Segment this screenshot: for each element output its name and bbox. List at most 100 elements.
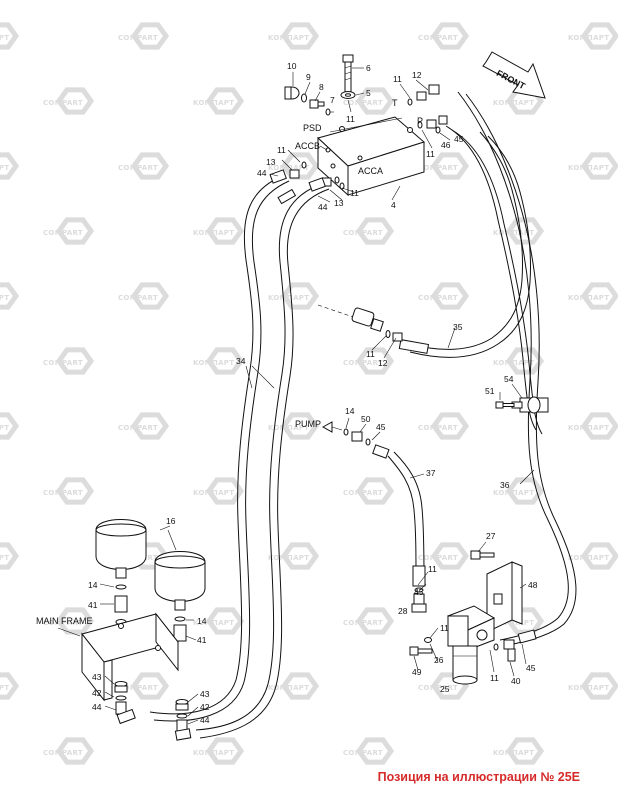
callout: 49 xyxy=(412,667,422,677)
svg-text:COMPART: COMPART xyxy=(118,164,158,172)
bolt-6 xyxy=(342,54,354,93)
elbow-40 xyxy=(493,639,516,662)
valve-block xyxy=(317,116,426,197)
svg-text:KOMПAPT: KOMПAPT xyxy=(268,164,309,172)
callout: 46 xyxy=(441,140,451,150)
callout: 14 xyxy=(88,580,98,590)
callout: 11 xyxy=(393,74,402,84)
svg-text:KOMПAPT: KOMПAPT xyxy=(493,99,534,107)
svg-text:KOMПAPT: KOMПAPT xyxy=(268,424,309,432)
watermark-logo: KOMПAPT xyxy=(268,152,320,180)
svg-text:COMPART: COMPART xyxy=(418,164,458,172)
quick-coupler xyxy=(317,304,403,342)
watermark-logo: COMPART xyxy=(118,282,170,310)
o-ring-9 xyxy=(301,93,307,103)
svg-text:KOMПAPT: KOMПAPT xyxy=(268,294,309,302)
watermark-logo: KOMПAPT xyxy=(0,542,20,570)
washer-26 xyxy=(424,637,432,643)
label-accb: ACCB xyxy=(295,141,320,151)
bracket-48 xyxy=(486,561,523,633)
callout: 44 xyxy=(257,168,267,178)
callout: 4 xyxy=(391,200,396,210)
callout: 11 xyxy=(490,673,499,683)
svg-text:COMPART: COMPART xyxy=(343,619,383,627)
watermark-logo: KOMПAPT xyxy=(193,607,245,635)
svg-text:KOMПAPT: KOMПAPT xyxy=(493,749,534,757)
svg-text:KOMПAPT: KOMПAPT xyxy=(0,554,9,562)
callout: 44 xyxy=(92,702,102,712)
svg-text:KOMПAPT: KOMПAPT xyxy=(193,489,234,497)
callout: 27 xyxy=(486,531,496,541)
watermark-logo: KOMПAPT xyxy=(193,217,245,245)
watermark-logo: COMPART xyxy=(118,672,170,700)
svg-text:COMPART: COMPART xyxy=(118,684,158,692)
watermark-logo: KOMПAPT xyxy=(268,282,320,310)
svg-text:COMPART: COMPART xyxy=(118,294,158,302)
label-psd: PSD xyxy=(303,123,322,133)
callout: 13 xyxy=(266,157,276,167)
pump-fittings xyxy=(321,421,390,459)
watermark-logo: COMPART xyxy=(118,22,170,50)
watermark-logo: COMPART xyxy=(118,412,170,440)
watermark-logo: COMPART xyxy=(343,217,395,245)
watermark-logo: KOMПAPT xyxy=(568,22,618,50)
callout: 7 xyxy=(330,95,335,105)
svg-text:COMPART: COMPART xyxy=(343,359,383,367)
watermark-logo: KOMПAPT xyxy=(568,672,618,700)
svg-text:COMPART: COMPART xyxy=(118,34,158,42)
callout: 11 xyxy=(350,188,359,198)
callout: 25 xyxy=(440,684,450,694)
svg-text:KOMПAPT: KOMПAPT xyxy=(493,229,534,237)
watermark-logo: COMPART xyxy=(43,347,95,375)
callout: 6 xyxy=(366,63,371,73)
callout: 11 xyxy=(346,114,355,124)
filter-25 xyxy=(446,605,496,685)
callout: 28 xyxy=(398,606,408,616)
watermark-logo: KOMПAPT xyxy=(268,22,320,50)
svg-text:KOMПAPT: KOMПAPT xyxy=(568,164,609,172)
watermark-logo: KOMПAPT xyxy=(0,282,20,310)
watermark-logo: KOMПAPT xyxy=(193,477,245,505)
watermark-logo: KOMПAPT xyxy=(493,347,545,375)
watermark-logo: COMPART xyxy=(343,87,395,115)
watermark-logo: COMPART xyxy=(118,152,170,180)
callout: 14 xyxy=(197,616,207,626)
watermark-logo: COMPART xyxy=(43,477,95,505)
svg-text:KOMПAPT: KOMПAPT xyxy=(268,34,309,42)
svg-text:COMPART: COMPART xyxy=(418,34,458,42)
watermark-logo: KOMПAPT xyxy=(0,22,20,50)
svg-text:KOMПAPT: KOMПAPT xyxy=(0,164,9,172)
watermark-logo: COMPART xyxy=(343,607,395,635)
svg-text:KOMПAPT: KOMПAPT xyxy=(568,34,609,42)
svg-text:COMPART: COMPART xyxy=(418,294,458,302)
label-p: P xyxy=(417,116,423,126)
watermark-logo: KOMПAPT xyxy=(0,412,20,440)
callout: 13 xyxy=(334,198,344,208)
svg-text:COMPART: COMPART xyxy=(118,424,158,432)
svg-text:KOMПAPT: KOMПAPT xyxy=(193,619,234,627)
svg-text:KOMПAPT: KOMПAPT xyxy=(268,554,309,562)
callout: 11 xyxy=(366,349,375,359)
svg-text:KOMПAPT: KOMПAPT xyxy=(193,99,234,107)
fitting-8 xyxy=(309,99,325,109)
illustration-caption: Позиция на иллюстрации № 25E xyxy=(377,770,580,784)
callout: 8 xyxy=(319,82,324,92)
callout: 16 xyxy=(166,516,176,526)
svg-text:KOMПAPT: KOMПAPT xyxy=(0,294,9,302)
callout: 41 xyxy=(197,635,207,645)
callout: 41 xyxy=(88,600,98,610)
watermark-logo: KOMПAPT xyxy=(193,87,245,115)
callout: 14 xyxy=(345,406,355,416)
callout: 11 xyxy=(428,564,437,574)
watermark-logo: KOMПAPT xyxy=(0,152,20,180)
accumulator-right xyxy=(154,551,206,642)
watermark-logo: COMPART xyxy=(43,217,95,245)
svg-text:KOMПAPT: KOMПAPT xyxy=(568,554,609,562)
callout: 11 xyxy=(277,145,286,155)
callout: 26 xyxy=(434,655,444,665)
svg-text:COMPART: COMPART xyxy=(43,359,83,367)
watermark-logo: KOMПAPT xyxy=(568,412,618,440)
callout: 48 xyxy=(528,580,538,590)
svg-text:KOMПAPT: KOMПAPT xyxy=(193,359,234,367)
